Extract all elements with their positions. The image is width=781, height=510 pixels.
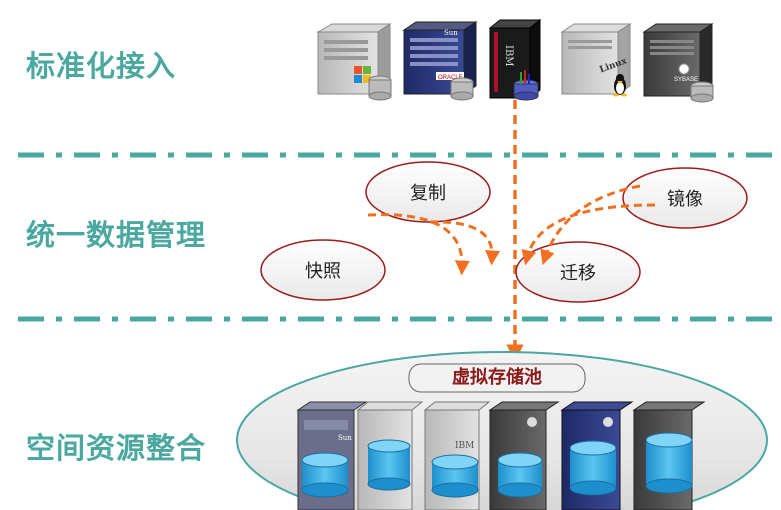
tux-icon bbox=[613, 74, 627, 97]
disk-icon-3 bbox=[431, 454, 479, 498]
server-ibm: IBM bbox=[488, 18, 542, 101]
disk-icon-2 bbox=[367, 439, 411, 491]
bubble-replicate bbox=[365, 161, 491, 223]
bubble-mirror bbox=[622, 167, 748, 229]
svg-text:SYBASE: SYBASE bbox=[674, 77, 698, 83]
pool-label: 虚拟存储池 bbox=[452, 367, 542, 388]
section-label-access: 标准化接入 bbox=[26, 49, 177, 83]
pool-label-box bbox=[408, 363, 586, 393]
arrow-mirror-b bbox=[540, 184, 641, 266]
op-label-mirror: 镜像 bbox=[667, 189, 703, 210]
server-linux: Linux bbox=[560, 23, 632, 97]
op-label-replicate: 复制 bbox=[410, 183, 446, 204]
server-sqlserver bbox=[316, 23, 392, 101]
disk-icon-4 bbox=[497, 452, 543, 498]
svg-text:IBM: IBM bbox=[503, 45, 514, 67]
ibm-disk-icon bbox=[513, 70, 539, 101]
op-label-snapshot: 快照 bbox=[305, 261, 341, 282]
svg-text:ORACLE: ORACLE bbox=[438, 75, 463, 81]
arrow-replicate-a bbox=[367, 213, 470, 276]
section-label-integration: 空间资源整合 bbox=[26, 431, 207, 465]
disk-icon-5 bbox=[569, 440, 617, 496]
disk-icon-6 bbox=[645, 432, 693, 494]
arrow-mirror-a bbox=[521, 203, 656, 266]
disk-icon-1 bbox=[301, 452, 349, 498]
server-sybase: SYBASE bbox=[642, 23, 714, 103]
windows-logo-icon bbox=[354, 66, 371, 83]
section-label-management: 统一数据管理 bbox=[26, 218, 207, 252]
op-label-migrate: 迁移 bbox=[560, 263, 596, 284]
svg-text:Sun: Sun bbox=[338, 434, 352, 442]
svg-text:IBM: IBM bbox=[455, 441, 474, 451]
bubble-snapshot bbox=[260, 239, 386, 301]
server-oracle: Sun ORACLE bbox=[402, 21, 478, 101]
svg-text:Sun: Sun bbox=[444, 29, 458, 37]
